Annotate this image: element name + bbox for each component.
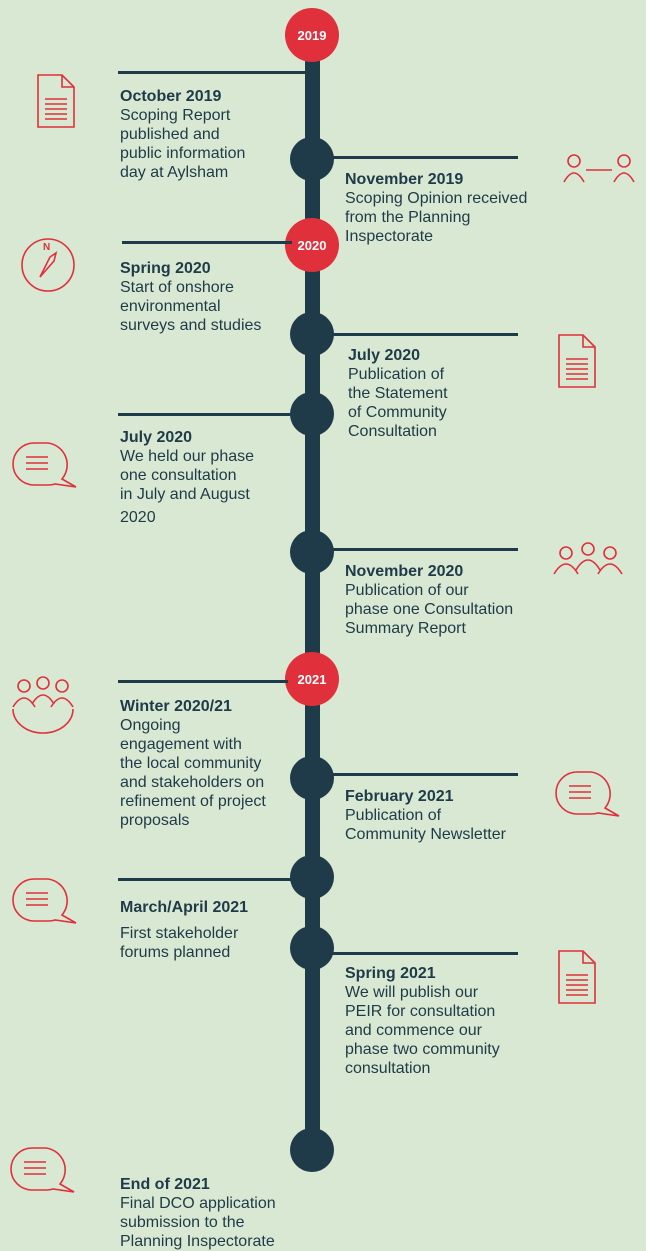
speech-bubble-icon [8, 1146, 76, 1194]
event-text-line: forums planned [120, 944, 231, 961]
event-november-2019: November 2019 Scoping Opinion received f… [345, 170, 527, 246]
timeline-node [290, 1128, 334, 1172]
event-text-line: PEIR for consultation [345, 1003, 496, 1020]
event-text-line: phase one Consultation [345, 601, 514, 618]
people-connected-icon [562, 152, 646, 186]
event-text-line: submission to the [120, 1214, 245, 1231]
connector-line [122, 241, 292, 244]
connector-line [318, 156, 518, 159]
event-date: March/April 2021 [120, 899, 249, 916]
event-july-2020-statement: July 2020 Publication of the Statement o… [348, 346, 448, 441]
event-text-line: Publication of [348, 366, 445, 383]
connector-line [118, 680, 288, 683]
event-text-line: public information [120, 145, 246, 162]
event-date: Winter 2020/21 [120, 698, 232, 715]
event-text-line: proposals [120, 812, 190, 829]
event-text-line: Scoping Opinion received [345, 190, 528, 207]
event-date: July 2020 [348, 347, 421, 364]
event-text-line: from the Planning [345, 209, 471, 226]
timeline-node [290, 926, 334, 970]
event-text-line: environmental [120, 298, 221, 315]
event-text-line: surveys and studies [120, 317, 262, 334]
event-july-2020-consultation: July 2020 We held our phase one consulta… [120, 428, 254, 527]
connector-line [318, 952, 518, 955]
event-text-line: and stakeholders on [120, 774, 265, 791]
timeline-node [290, 756, 334, 800]
document-icon [557, 333, 597, 389]
event-text-line: We will publish our [345, 984, 479, 1001]
group-icon [550, 542, 630, 578]
speech-bubble-icon [10, 877, 78, 925]
event-february-2021: February 2021 Publication of Community N… [345, 787, 506, 844]
connector-line [318, 773, 518, 776]
event-text-line: Ongoing [120, 717, 181, 734]
event-text-line: Final DCO application [120, 1195, 276, 1212]
event-text-line: consultation [345, 1060, 431, 1077]
event-date: November 2020 [345, 563, 464, 580]
event-date: November 2019 [345, 171, 464, 188]
event-november-2020: November 2020 Publication of our phase o… [345, 562, 513, 638]
event-date: October 2019 [120, 88, 222, 105]
event-text-line: Publication of our [345, 582, 469, 599]
compass-icon: N [20, 237, 76, 293]
event-date: Spring 2020 [120, 260, 211, 277]
timeline-node [290, 530, 334, 574]
event-text-line: We held our phase [120, 448, 255, 465]
connector-line [118, 878, 308, 881]
connector-line [318, 333, 518, 336]
event-spring-2021: Spring 2021 We will publish our PEIR for… [345, 964, 500, 1078]
document-icon [36, 73, 76, 129]
compass-north-label: N [43, 242, 51, 253]
timeline-spine [305, 30, 320, 1170]
event-text-line: Community Newsletter [345, 826, 506, 843]
speech-bubble-icon [10, 441, 78, 489]
event-text-line: day at Aylsham [120, 164, 229, 181]
event-text-line: 2020 [120, 509, 156, 526]
document-icon [557, 949, 597, 1005]
connector-line [118, 413, 308, 416]
event-text-line: published and [120, 126, 220, 143]
event-text-line: Inspectorate [345, 228, 434, 245]
event-text-line: one consultation [120, 467, 237, 484]
event-text-line: First stakeholder [120, 925, 239, 942]
event-text-line: Consultation [348, 423, 437, 440]
year-marker-2020: 2020 [285, 218, 339, 272]
event-october-2019: October 2019 Scoping Report published an… [120, 87, 245, 182]
group-icon [10, 676, 76, 734]
event-text-line: Start of onshore [120, 279, 234, 296]
speech-bubble-icon [553, 770, 621, 818]
event-text-line: of Community [348, 404, 447, 421]
event-spring-2020: Spring 2020 Start of onshore environment… [120, 259, 261, 335]
timeline-node [290, 137, 334, 181]
event-text-line: the Statement [348, 385, 448, 402]
event-date: February 2021 [345, 788, 454, 805]
event-text-line: engagement with [120, 736, 242, 753]
year-marker-2019: 2019 [285, 8, 339, 62]
event-winter-2020-21: Winter 2020/21 Ongoing engagement with t… [120, 697, 266, 830]
event-date: July 2020 [120, 429, 193, 446]
event-text-line: Summary Report [345, 620, 466, 637]
event-text-line: phase two community [345, 1041, 500, 1058]
event-text-line: refinement of project [120, 793, 266, 810]
timeline-node [290, 855, 334, 899]
event-march-april-2021: March/April 2021 First stakeholder forum… [120, 898, 248, 962]
event-text-line: Planning Inspectorate [120, 1233, 275, 1250]
event-text-line: in July and August [120, 486, 250, 503]
event-text-line: Publication of [345, 807, 442, 824]
event-end-of-2021: End of 2021 Final DCO application submis… [120, 1175, 276, 1251]
connector-line [118, 71, 308, 74]
event-text-line: Scoping Report [120, 107, 231, 124]
event-text-line: and commence our [345, 1022, 482, 1039]
event-date: End of 2021 [120, 1176, 210, 1193]
event-text-line: the local community [120, 755, 262, 772]
year-marker-2021: 2021 [285, 652, 339, 706]
event-date: Spring 2021 [345, 965, 436, 982]
connector-line [318, 548, 518, 551]
